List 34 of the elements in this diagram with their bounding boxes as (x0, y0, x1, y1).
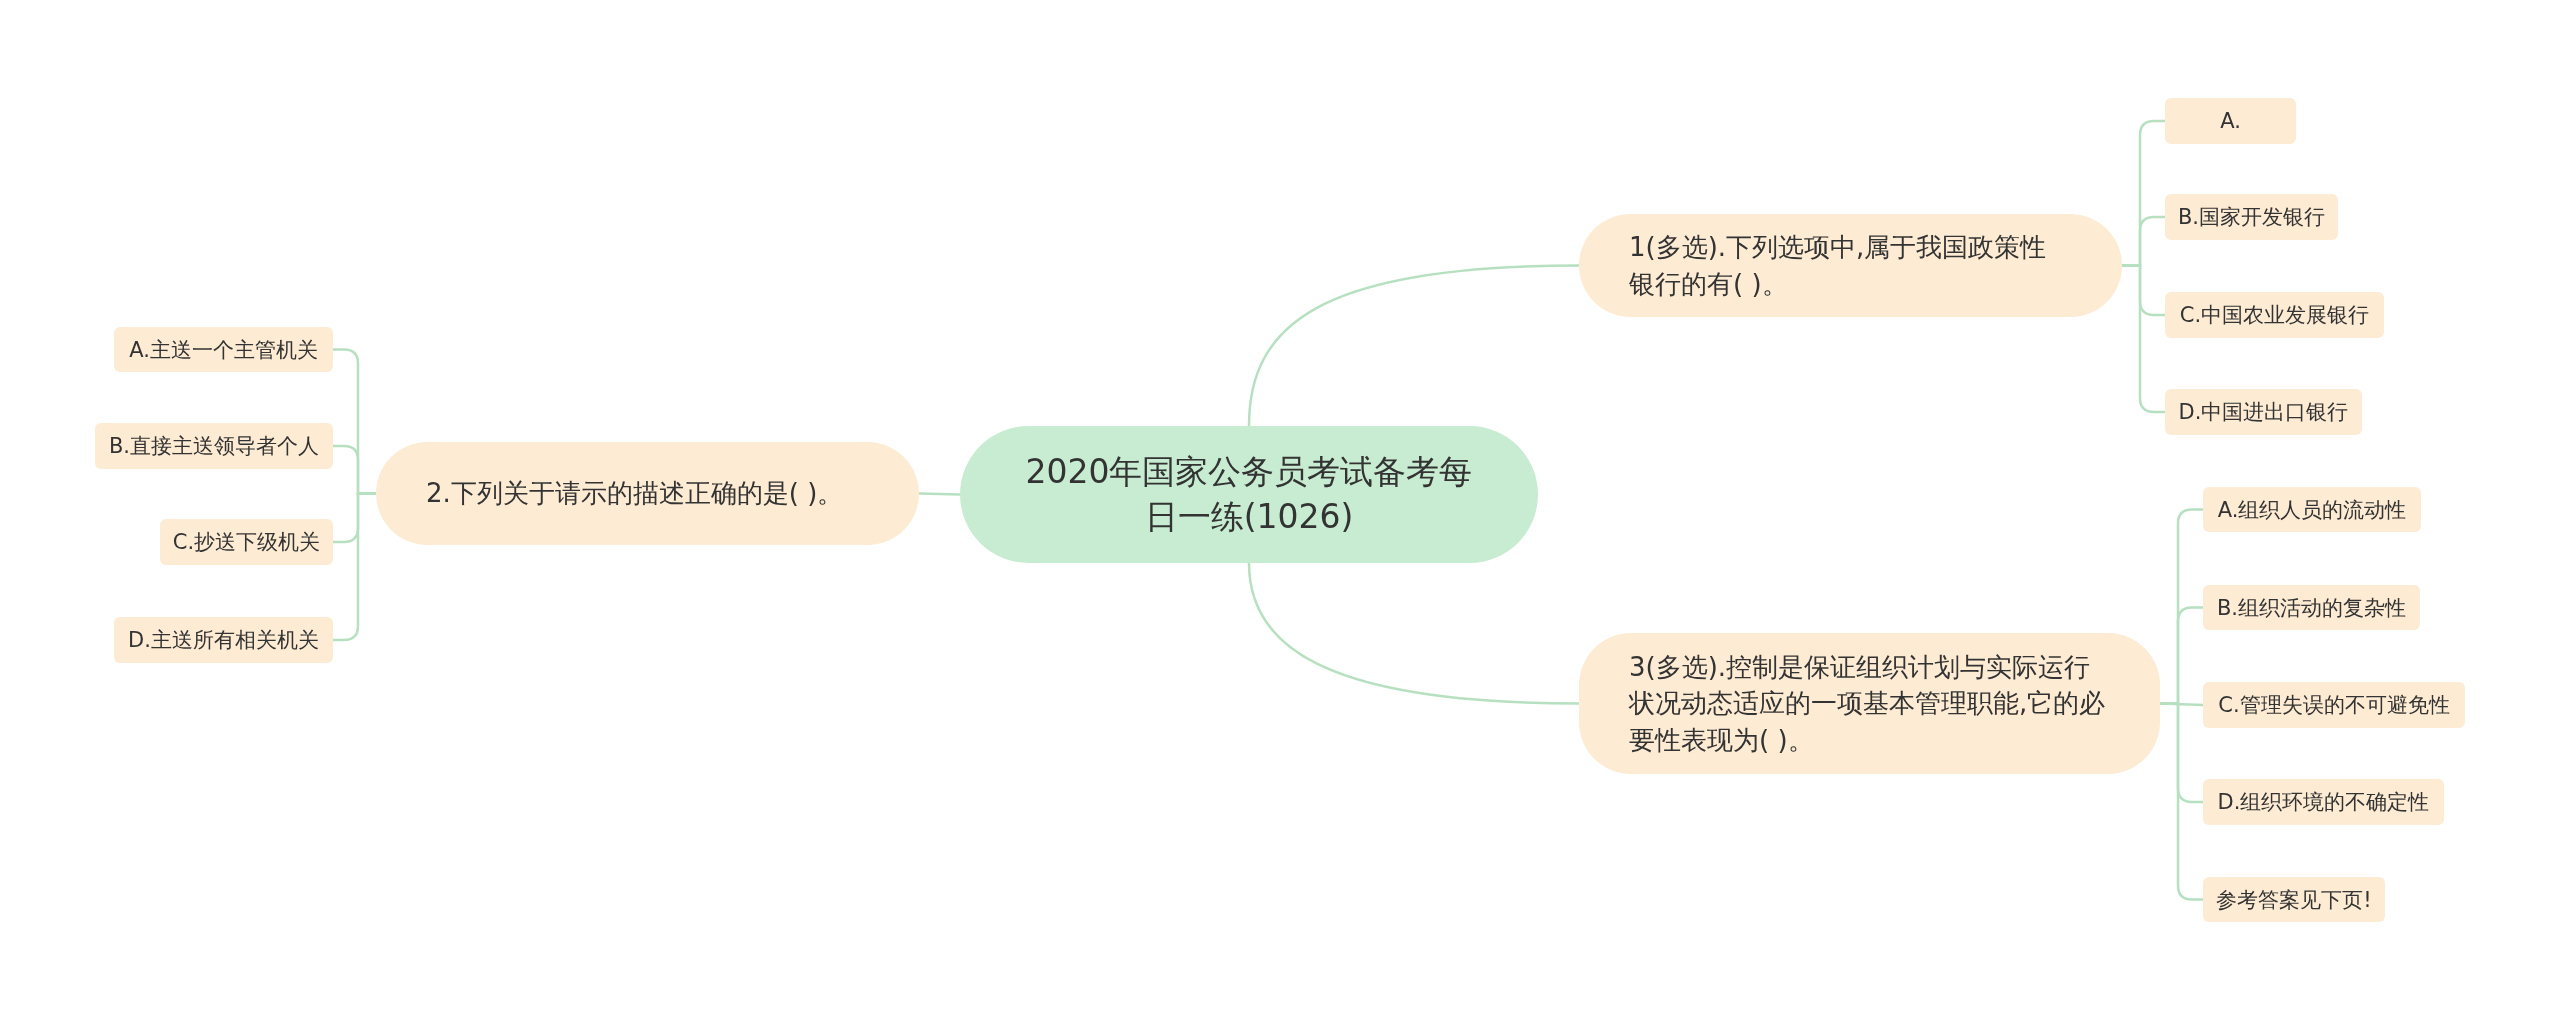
topic-text: C.中国农业发展银行 (2179, 302, 2370, 329)
topic-text: 参考答案见下页! (2216, 886, 2372, 914)
topic-text: D.中国进出口银行 (2178, 399, 2349, 426)
option-tag (2165, 389, 2362, 435)
option-tag (2203, 877, 2385, 922)
topic-text: C.抄送下级机关 (172, 529, 321, 556)
option-tag (2203, 487, 2421, 532)
option-tag (2203, 682, 2465, 728)
connector-line (918, 492, 961, 496)
topic-text: D.主送所有相关机关 (128, 627, 319, 654)
option-tag (160, 519, 333, 565)
option-tag (114, 617, 333, 663)
topic-text: C.管理失误的不可避免性 (2218, 692, 2450, 719)
connector-line (1247, 264, 1580, 427)
topic-text: A.组织人员的流动性 (2217, 496, 2407, 524)
option-tag (114, 327, 333, 372)
option-tag (2203, 585, 2420, 630)
topic-text: B.组织活动的复杂性 (2216, 594, 2407, 622)
topic-text: A.主送一个主管机关 (129, 336, 318, 364)
topic-text: B.国家开发银行 (2177, 204, 2326, 231)
question-bubble (1579, 633, 2160, 774)
topic-text: B.直接主送领导者个人 (108, 433, 320, 460)
option-tag (2165, 194, 2338, 240)
topic-text: 2020年国家公务员考试备考每日一练(1026) (1024, 450, 1474, 538)
topic-text: 2.下列关于请示的描述正确的是( )。 (426, 477, 844, 511)
topic-text: 1(多选).下列选项中,属于我国政策性银行的有( )。 (1629, 231, 2048, 301)
topic-text: 3(多选).控制是保证组织计划与实际运行状况动态适应的一项基本管理职能,它的必要性表现为( )。 (1629, 650, 2107, 757)
option-tag (2203, 779, 2444, 825)
topic-text: A. (2220, 109, 2241, 133)
option-tag (95, 423, 333, 469)
connector-line (1247, 562, 1580, 705)
topic-text: D.组织环境的不确定性 (2217, 789, 2430, 816)
option-tag (2165, 292, 2384, 338)
option-tag (2165, 98, 2296, 144)
